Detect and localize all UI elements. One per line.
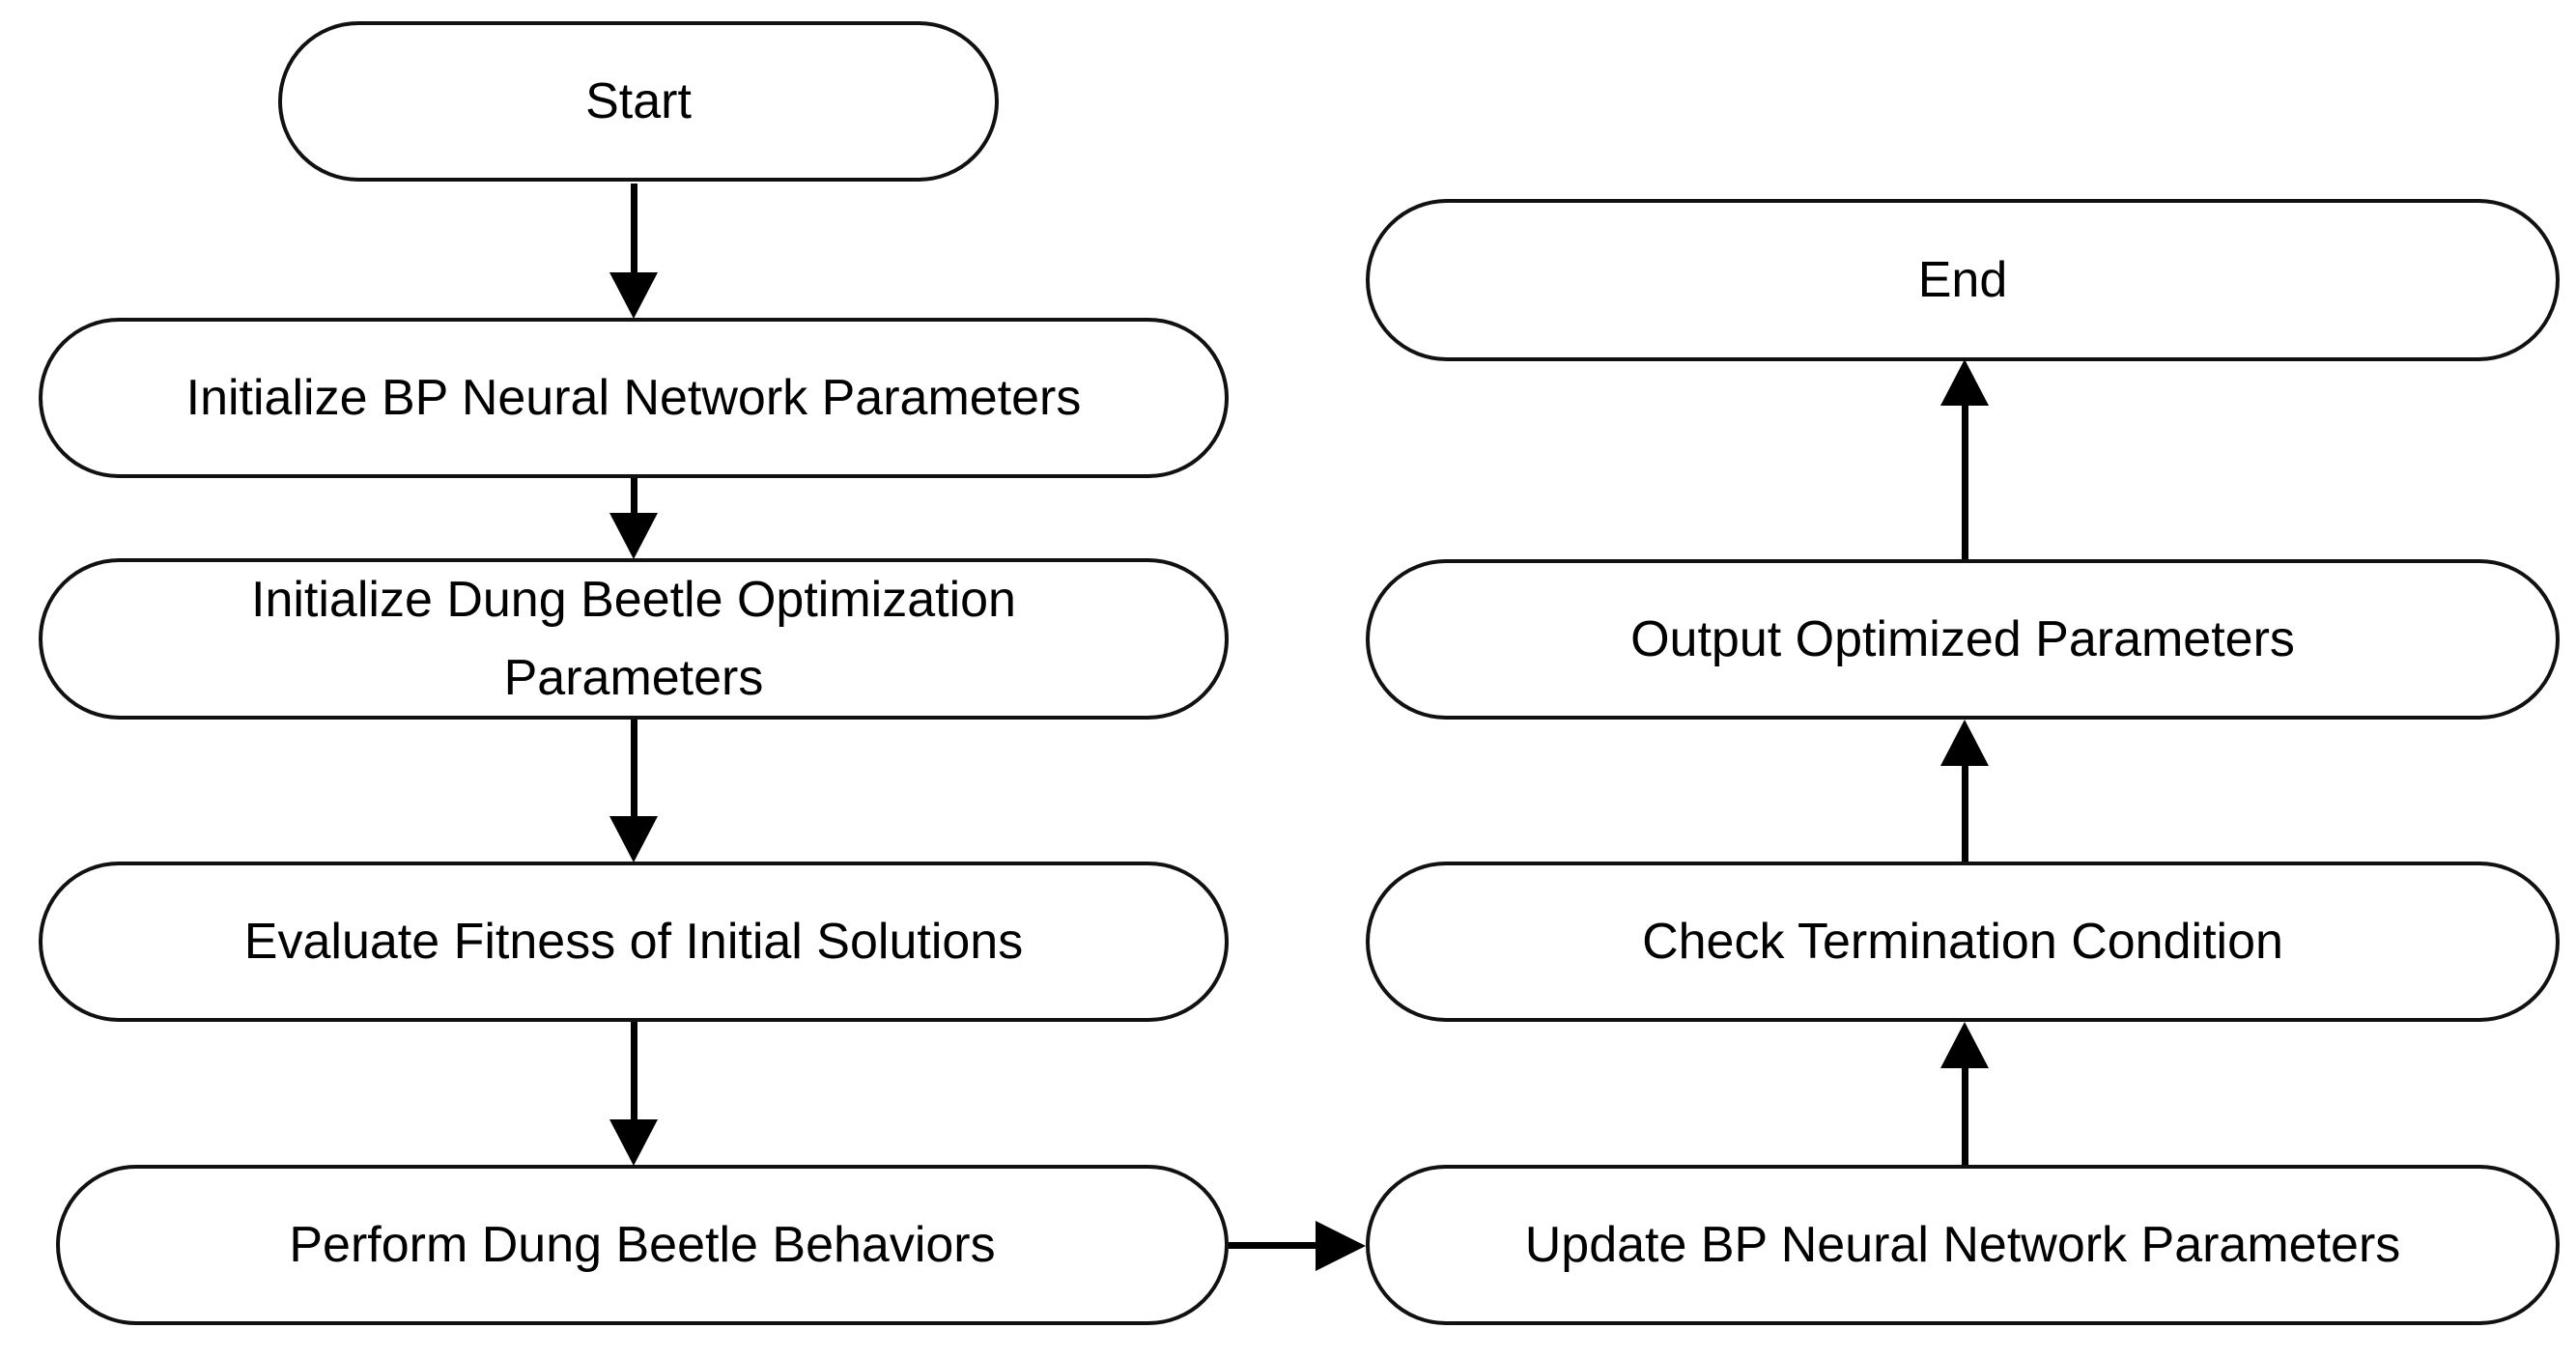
arrow-init-bp-to-init-dbo-stem — [631, 478, 637, 515]
arrow-update-to-check-stem — [1962, 1066, 1968, 1165]
arrow-perform-to-update-stem — [1229, 1242, 1317, 1249]
arrow-evaluate-to-perform-stem — [631, 1022, 637, 1121]
arrow-init-bp-to-init-dbo-head-icon — [609, 513, 658, 559]
arrow-start-to-init-bp-stem — [631, 184, 637, 272]
node-check-termination: Check Termination Condition — [1366, 862, 2560, 1022]
arrow-perform-to-update-head-icon — [1316, 1221, 1366, 1271]
node-start-label: Start — [585, 72, 692, 129]
node-output-parameters-label: Output Optimized Parameters — [1630, 610, 2295, 667]
node-update-bp-parameters-label: Update BP Neural Network Parameters — [1524, 1216, 2401, 1273]
arrow-check-to-output-head-icon — [1940, 720, 1989, 766]
node-perform-behaviors-label: Perform Dung Beetle Behaviors — [289, 1216, 996, 1273]
node-perform-behaviors: Perform Dung Beetle Behaviors — [56, 1165, 1229, 1325]
arrow-update-to-check-head-icon — [1940, 1022, 1989, 1068]
node-end: End — [1366, 199, 2560, 361]
arrow-output-to-end-stem — [1962, 404, 1968, 559]
node-end-label: End — [1917, 251, 2008, 308]
node-initialize-dbo-parameters: Initialize Dung Beetle Optimization Para… — [39, 558, 1229, 720]
arrow-init-dbo-to-evaluate-head-icon — [609, 816, 658, 862]
node-start: Start — [278, 21, 999, 182]
node-initialize-bp-parameters-label: Initialize BP Neural Network Parameters — [185, 369, 1082, 426]
node-evaluate-fitness-label: Evaluate Fitness of Initial Solutions — [243, 913, 1024, 970]
node-update-bp-parameters: Update BP Neural Network Parameters — [1366, 1165, 2560, 1325]
node-check-termination-label: Check Termination Condition — [1642, 913, 2283, 970]
arrow-check-to-output-stem — [1962, 764, 1968, 862]
arrow-init-dbo-to-evaluate-stem — [631, 720, 637, 818]
arrow-start-to-init-bp-head-icon — [609, 272, 658, 319]
node-initialize-bp-parameters: Initialize BP Neural Network Parameters — [39, 318, 1229, 478]
arrow-output-to-end-head-icon — [1940, 359, 1989, 406]
node-evaluate-fitness: Evaluate Fitness of Initial Solutions — [39, 862, 1229, 1022]
node-initialize-dbo-parameters-label: Initialize Dung Beetle Optimization Para… — [251, 571, 1016, 706]
arrow-evaluate-to-perform-head-icon — [609, 1119, 658, 1166]
node-output-parameters: Output Optimized Parameters — [1366, 559, 2560, 720]
